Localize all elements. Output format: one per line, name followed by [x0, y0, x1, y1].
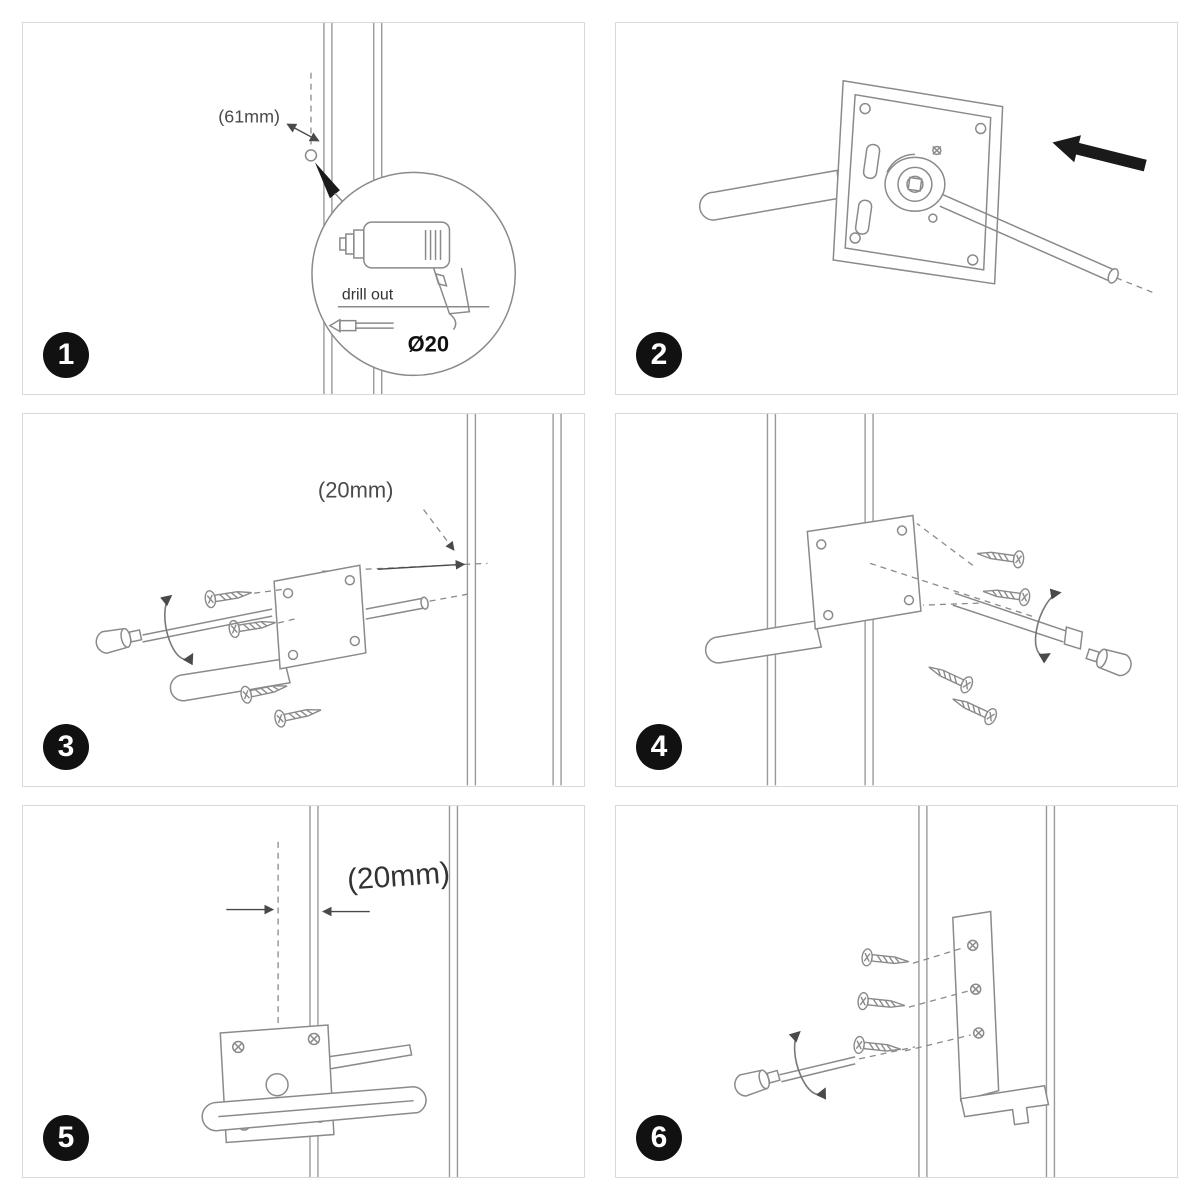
latch-bar [327, 1043, 413, 1070]
dimension-label: (61mm) [218, 107, 280, 127]
dimension-61mm: (61mm) [218, 107, 320, 142]
insert-direction-arrow [1052, 135, 1147, 172]
square-spindle [939, 193, 1157, 295]
mounting-screws [916, 523, 1032, 728]
rotation-arrow [789, 1030, 826, 1098]
lever-handle [704, 620, 823, 664]
step-2-badge: 2 [636, 332, 682, 379]
keeper-plate [952, 910, 1050, 1126]
step-4-badge: 4 [636, 723, 682, 770]
handle-bar [201, 1085, 427, 1132]
mounting-screws [203, 583, 324, 729]
step-6-badge: 6 [636, 1115, 682, 1161]
step-6-illustration [731, 805, 1056, 1177]
spindle-and-thumbturn [869, 563, 1135, 680]
mounting-screws [852, 946, 971, 1059]
step-1-panel: (61mm) drill out [22, 22, 585, 396]
thumbturn [1083, 642, 1135, 680]
lever-handle [169, 658, 291, 702]
step-1-badge: 1 [43, 332, 89, 379]
rotation-arrow [1029, 590, 1068, 658]
drill-note-label: drill out [342, 287, 394, 304]
step-2-illustration [699, 79, 1157, 295]
spade-bit-icon [328, 318, 394, 333]
step-3-panel: (20mm) [22, 413, 585, 787]
step-4-illustration [704, 414, 1135, 786]
step-1-illustration: (61mm) drill out [218, 23, 516, 395]
step-5-badge: 5 [43, 1115, 89, 1161]
step-4-panel: 4 [615, 413, 1178, 787]
dimension-label: (20mm) [318, 478, 393, 503]
step-3-badge: 3 [43, 723, 89, 770]
drilled-hole [304, 149, 318, 162]
dimension-arrows [226, 904, 370, 917]
hole-diameter-label: Ø20 [408, 332, 449, 357]
step-3-illustration: (20mm) [93, 414, 562, 786]
dimension-label: (20mm) [346, 856, 451, 896]
rose-plate [806, 515, 922, 631]
thumbturn [731, 1030, 916, 1099]
lever-handle [699, 169, 840, 221]
step-5-illustration: (20mm) [201, 805, 459, 1177]
drill-icon [339, 221, 471, 331]
axis-arrow [377, 560, 466, 571]
step-2-panel: 2 [615, 22, 1178, 396]
step-5-panel: (20mm) [22, 804, 585, 1178]
mounting-plate [832, 79, 1004, 285]
drill-callout-circle [311, 171, 516, 377]
thumbturn [93, 595, 273, 663]
hex-nut [1063, 626, 1084, 651]
door-edge [918, 805, 1056, 1177]
pointer-dashed-line [423, 509, 455, 552]
door-edge [466, 414, 562, 786]
step-6-panel: 6 [615, 804, 1178, 1178]
rose-plate [273, 564, 468, 671]
